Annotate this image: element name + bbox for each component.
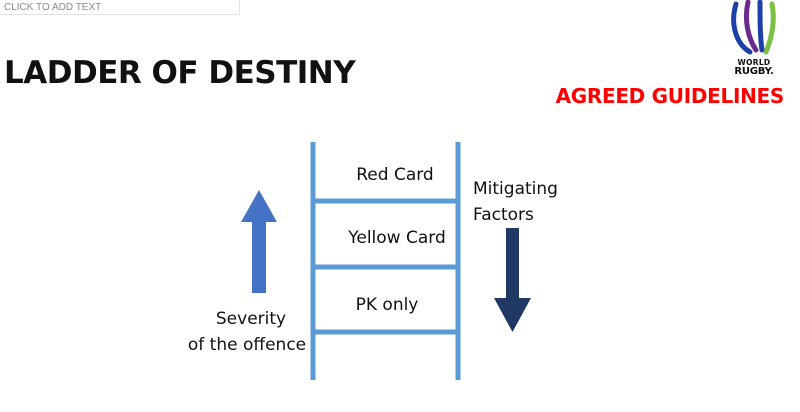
ladder-step-pk-only: PK only <box>356 295 419 315</box>
ladder-step-yellow-card: Yellow Card <box>347 228 446 248</box>
ladder-step-red-card: Red Card <box>356 165 433 185</box>
world-rugby-logo-icon <box>726 0 782 80</box>
page-title: LADDER OF DESTINY <box>4 55 356 91</box>
mitigating-label-line-2: Factors <box>473 205 534 225</box>
click-to-add-text-placeholder[interactable]: CLICK TO ADD TEXT <box>0 0 240 15</box>
severity-label-line-2: of the offence <box>188 335 306 355</box>
logo-text-rugby: RUGBY. <box>734 66 774 77</box>
severity-label-line-1: Severity <box>216 309 286 329</box>
mitigating-label-line-1: Mitigating <box>473 179 558 199</box>
logo-text-world: WORLD <box>737 58 771 67</box>
arrow-up-icon <box>241 190 277 293</box>
agreed-guidelines-heading: AGREED GUIDELINES <box>555 84 785 108</box>
arrow-down-icon <box>494 228 531 332</box>
